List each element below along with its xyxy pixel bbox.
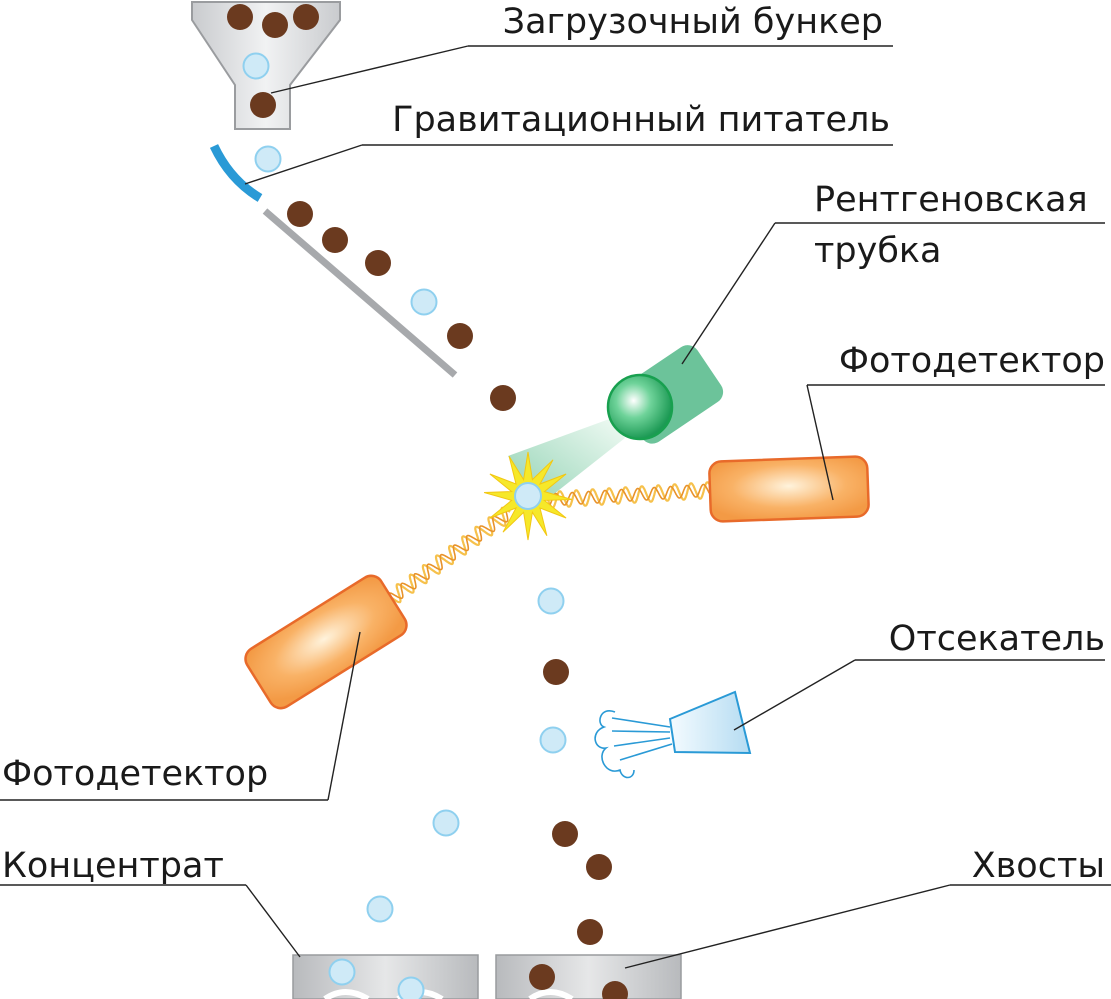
tailings-label: Хвосты — [972, 846, 1105, 886]
ore-particle — [447, 323, 473, 349]
mineral-particle — [537, 587, 565, 615]
photodetector-right-label: Фотодетектор — [839, 341, 1105, 381]
x-ray-tube-label-line2: трубка — [814, 231, 942, 271]
ore-particle — [287, 201, 313, 227]
ore-particle — [365, 250, 391, 276]
ore-particle — [577, 919, 603, 945]
inclined-chute — [262, 208, 458, 378]
x-ray-tube-label-line1: Рентгеновская — [814, 180, 1088, 220]
ore-particle — [586, 854, 612, 880]
ore-particle — [262, 12, 288, 38]
photodetector-left-label: Фотодетектор — [2, 754, 268, 794]
mineral-particle — [254, 145, 282, 173]
irradiated-particle — [514, 482, 542, 510]
ore-particle — [602, 981, 628, 999]
signal-wave — [548, 483, 713, 507]
concentrate-bin — [292, 954, 479, 999]
mineral-particle — [432, 809, 460, 837]
photodetector-right — [708, 455, 870, 523]
ore-particle — [529, 964, 555, 990]
ore-particle — [322, 227, 348, 253]
concentrate-label: Концентрат — [2, 846, 224, 886]
mineral-particle — [242, 52, 270, 80]
signal-wave — [388, 506, 509, 600]
mineral-particle — [328, 958, 356, 986]
photodetector-left — [244, 574, 408, 710]
hopper-label: Загрузочный бункер — [503, 2, 883, 42]
ejector — [594, 690, 752, 779]
ore-particle — [490, 385, 516, 411]
mineral-particle — [410, 288, 438, 316]
signal-wave — [546, 481, 714, 509]
ejector-label: Отсекатель — [889, 619, 1105, 659]
leader-lines — [0, 45, 1111, 969]
ore-particle — [543, 659, 569, 685]
particles — [227, 4, 628, 999]
ore-particle — [293, 4, 319, 30]
mineral-particle — [397, 976, 425, 999]
ore-particle — [552, 821, 578, 847]
mineral-particle — [539, 726, 567, 754]
tailings-bin — [495, 954, 682, 999]
mineral-particle — [366, 895, 394, 923]
ore-particle — [227, 4, 253, 30]
feeder-label: Гравитационный питатель — [392, 100, 890, 140]
gravity-feeder — [209, 144, 263, 202]
signal-waves — [388, 481, 714, 604]
signal-wave — [391, 506, 511, 604]
ore-particle — [250, 92, 276, 118]
x-ray-tube — [606, 345, 724, 444]
